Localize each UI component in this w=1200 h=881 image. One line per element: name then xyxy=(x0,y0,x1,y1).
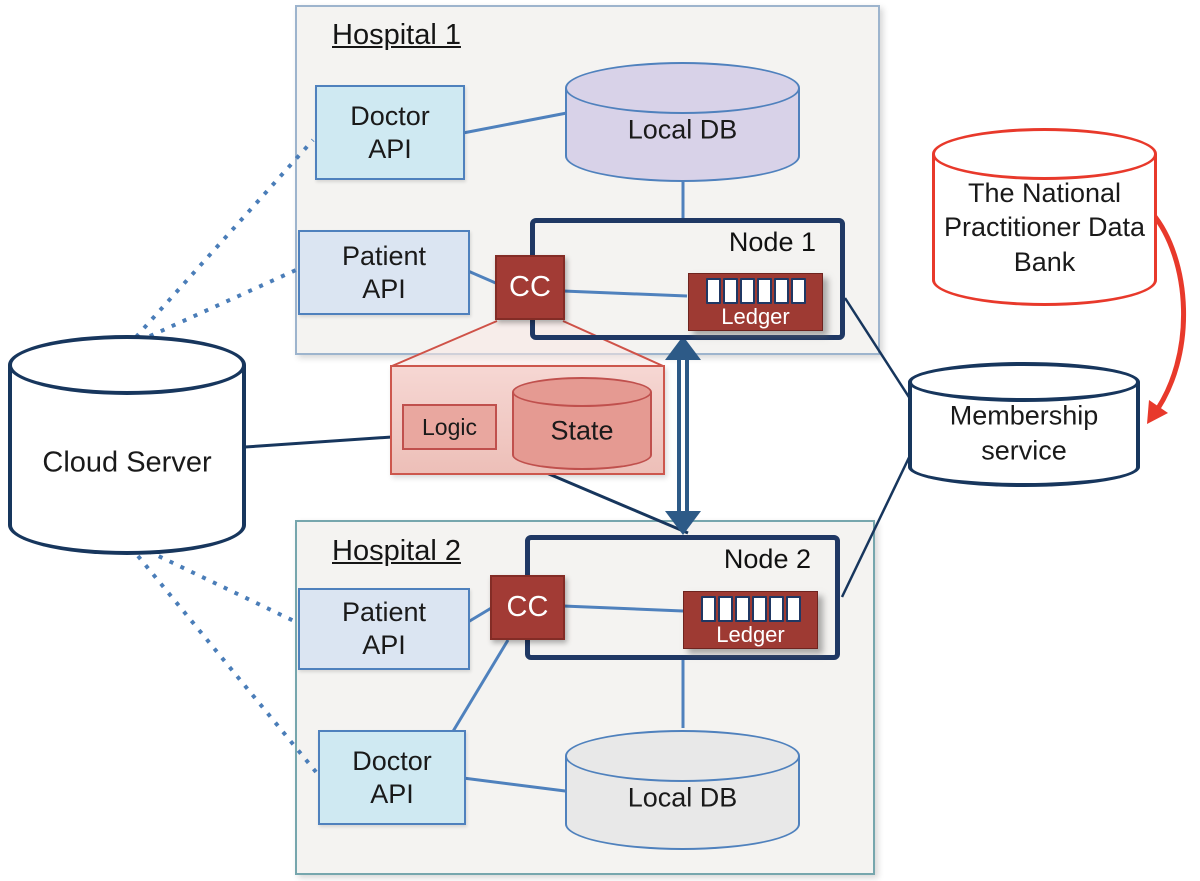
chaincode-logic-box: Logic xyxy=(402,404,497,450)
doctor-api-1-label: Doctor API xyxy=(350,100,430,164)
ledger-block xyxy=(768,596,784,622)
ledger-block xyxy=(751,596,767,622)
ledger-2: Ledger xyxy=(683,591,818,649)
patient-api-1-label: Patient API xyxy=(341,240,427,304)
cc-2-box: CC xyxy=(490,575,565,640)
cloud-server-cylinder: Cloud Server xyxy=(8,335,246,555)
membership-service-label: Membership service xyxy=(949,400,1099,466)
doctor-api-1-box: Doctor API xyxy=(315,85,465,180)
ledger-2-blocks xyxy=(684,596,817,622)
national-practitioner-data-bank-cylinder: The National Practitioner Data Bank xyxy=(932,128,1157,306)
ledger-1-blocks xyxy=(689,278,822,304)
local-db-2-label: Local DB xyxy=(627,783,738,814)
edge-cloud-to-doctor-api-1 xyxy=(134,138,315,339)
hospital2-title: Hospital 2 xyxy=(332,535,461,567)
edge-cloud-to-doctor-api-2 xyxy=(136,554,318,774)
chaincode-state-label: State xyxy=(550,415,614,446)
edge-cloud-to-chaincode-detail xyxy=(244,435,393,449)
membership-service-cylinder: Membership service xyxy=(908,362,1140,487)
ledger-block xyxy=(717,596,733,622)
node-1-title: Node 1 xyxy=(728,227,816,257)
chaincode-state-cylinder-top xyxy=(512,377,652,407)
patient-api-2-label: Patient API xyxy=(341,597,427,660)
ledger-block xyxy=(739,278,755,304)
ledger-block xyxy=(785,596,801,622)
patient-api-1-box: Patient API xyxy=(298,230,470,315)
ledger-block xyxy=(773,278,789,304)
ledger-block xyxy=(705,278,721,304)
node-1-box: Node 1 Ledger xyxy=(530,218,845,340)
cloud-server-cylinder-top xyxy=(8,335,246,395)
ledger-1: Ledger xyxy=(688,273,823,331)
local-db-2-cylinder: Local DB xyxy=(565,730,800,850)
membership-cylinder-top xyxy=(908,362,1140,402)
ledger-block xyxy=(734,596,750,622)
cloud-server-label: Cloud Server xyxy=(42,446,212,479)
doctor-api-2-label: Doctor API xyxy=(352,745,432,809)
ledger-block xyxy=(722,278,738,304)
ledger-2-label: Ledger xyxy=(716,622,785,647)
node-2-box: Node 2 Ledger xyxy=(525,535,840,660)
cc-1-box: CC xyxy=(495,255,565,320)
ledger-block xyxy=(700,596,716,622)
data-bank-label: The National Practitioner Data Bank xyxy=(943,177,1146,277)
local-db-1-cylinder-top xyxy=(565,62,800,114)
cloud-server-cylinder-body xyxy=(8,365,246,555)
ledger-block xyxy=(756,278,772,304)
doctor-api-2-box: Doctor API xyxy=(318,730,466,825)
ledger-block xyxy=(790,278,806,304)
hospital1-title: Hospital 1 xyxy=(332,19,461,51)
patient-api-2-box: Patient API xyxy=(298,588,470,670)
local-db-1-label: Local DB xyxy=(627,115,738,146)
databank-arrowhead xyxy=(1147,400,1168,424)
node-2-title: Node 2 xyxy=(723,544,811,574)
data-bank-cylinder-top xyxy=(932,128,1157,180)
chaincode-state-cylinder: State xyxy=(512,377,652,470)
local-db-1-cylinder: Local DB xyxy=(565,62,800,182)
ledger-1-label: Ledger xyxy=(721,304,790,329)
edge-cloud-to-patient-api-2 xyxy=(147,549,297,624)
local-db-2-cylinder-top xyxy=(565,730,800,782)
